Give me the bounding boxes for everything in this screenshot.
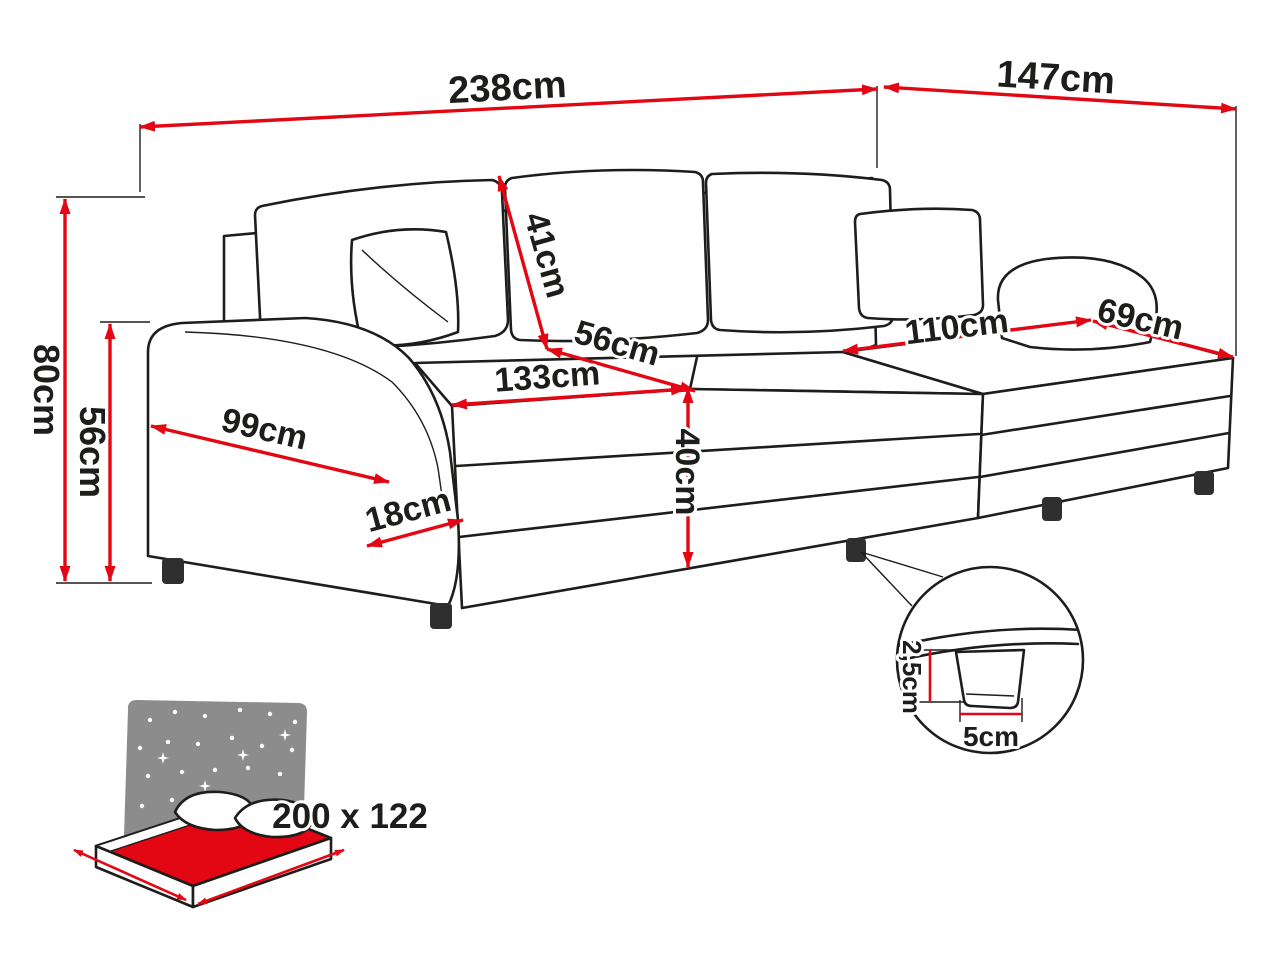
unfold-arrow bbox=[73, 848, 187, 902]
chaise-front-seam bbox=[978, 431, 1231, 479]
sleeping-area-label: 200 x 122 bbox=[272, 797, 428, 836]
seat-front-seam bbox=[457, 475, 980, 539]
leg-width-label: 5cm bbox=[963, 721, 1019, 752]
total-height-label: 80cm bbox=[26, 344, 67, 436]
sofa-drawing bbox=[146, 168, 1235, 629]
accent-pillow bbox=[853, 207, 985, 321]
seat-front-face bbox=[450, 387, 985, 610]
dimension-lines bbox=[59, 82, 1237, 582]
pillow-crease bbox=[361, 249, 449, 323]
dim-cushion-height-line bbox=[497, 175, 549, 350]
sofa-base-edge bbox=[897, 627, 1083, 648]
chaise-front-seam bbox=[979, 394, 1232, 437]
leg-height-label: 2,5cm bbox=[897, 640, 927, 714]
total-width-label: 238cm bbox=[447, 64, 567, 112]
armrest-seam bbox=[184, 331, 445, 511]
seat-front-seam bbox=[454, 432, 981, 468]
dim-chaise-length-line bbox=[842, 316, 1092, 355]
seat-width-label: 133cm bbox=[493, 354, 601, 399]
sofa-leg bbox=[1042, 497, 1062, 521]
seat-height-label: 40cm bbox=[668, 429, 706, 516]
leg-detail-callout bbox=[860, 551, 1085, 755]
total-depth-label: 147cm bbox=[995, 53, 1116, 102]
detail-leg bbox=[954, 648, 1026, 710]
backrest-height-label: 56cm bbox=[72, 406, 113, 498]
sofa-leg bbox=[430, 603, 452, 629]
dim-seat-depth-line bbox=[546, 347, 696, 393]
sofa-leg bbox=[1194, 471, 1214, 495]
sofa-bed-icon bbox=[73, 700, 345, 909]
sofa-leg bbox=[162, 558, 184, 584]
dim-total-depth-line bbox=[883, 82, 1237, 114]
dim-armrest-length-line bbox=[150, 424, 390, 484]
dim-armrest-width-line bbox=[366, 518, 464, 548]
dim-total-width-line bbox=[139, 84, 878, 132]
dim-chaise-width-line bbox=[1092, 319, 1234, 359]
unfold-arrow bbox=[197, 848, 345, 906]
bed-pillow bbox=[233, 798, 314, 839]
sofa-leg bbox=[846, 538, 866, 562]
sofa-base-edge bbox=[899, 642, 1080, 662]
